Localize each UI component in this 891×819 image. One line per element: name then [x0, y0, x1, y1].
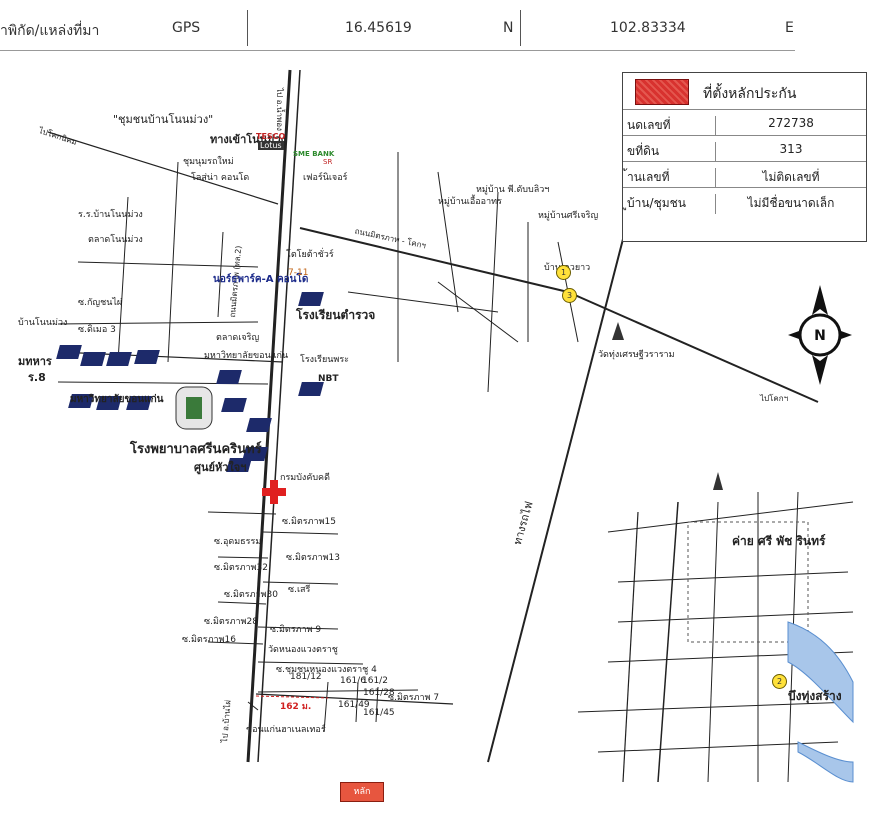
marker-pin-icon[interactable]: 1: [556, 265, 571, 280]
house-181-12: 181/12: [290, 672, 322, 682]
soi-nongwaeng-label: ซ.ชุมชนหนองแวงตราชู 4: [276, 665, 377, 675]
building-icon: [134, 350, 160, 364]
marker-pin-icon[interactable]: 3: [562, 288, 577, 303]
soi-mittraphap15-label: ซ.มิตรภาพ15: [282, 517, 336, 527]
house-161-45: 161/45: [363, 708, 395, 718]
legend-row: นดเลขที่ 272738: [623, 109, 866, 136]
heart-center-label: ศูนย์หัวใจฯ: [194, 461, 247, 474]
military-label: มทหาร: [18, 355, 52, 368]
legend-panel: ที่ตั้งหลักประกัน นดเลขที่ 272738 ขที่ดิ…: [622, 72, 867, 242]
soi-dongmuang-label: ซ.ดิเมอ 3: [78, 325, 116, 335]
hospital-cross-icon: [262, 480, 286, 504]
divider: [247, 10, 248, 46]
market-label: ตลาดเจริญ: [216, 333, 260, 343]
furniture-label: เฟอร์นิเจอร์: [303, 173, 348, 183]
khonkaen-hall-label: ขอนแก่นฮาเนลเทอร์: [246, 725, 326, 735]
wat-nongwaeng-label: วัดหนองแวงตราชู: [268, 645, 338, 655]
building-icon: [56, 345, 82, 359]
village-c-label: หมู่บ้านศรีเจริญ: [538, 211, 599, 221]
compass-north-label: N: [814, 328, 826, 344]
to-nampong-label: ไป อ.น้ำพอง: [275, 88, 284, 131]
building-icon: [216, 370, 242, 384]
village-b-label: หมู่บ้านเอื้ออาทร: [438, 197, 502, 207]
seven-eleven-label: 7-11: [288, 268, 309, 278]
soi-chim-label: ซ.กัญชนไผ่: [78, 298, 123, 308]
legend-title: ที่ตั้งหลักประกัน: [703, 86, 797, 102]
legend-value: 313: [715, 142, 866, 162]
coord-lon-dir: E: [785, 20, 794, 36]
legend-key: นดเลขที่: [627, 118, 671, 132]
legend-key: ขที่ดิน: [627, 144, 660, 158]
soi-sere-label: ซ.เสรี: [288, 585, 311, 595]
village-a-label: หมู่บ้าน พี.ดับบลิวฯ: [476, 185, 550, 195]
house-161-2: 161/2: [362, 676, 388, 686]
building-icon: [246, 418, 272, 432]
legend-row: ้านเลขที่ ไม่ติดเลขที่: [623, 161, 866, 188]
school-nonmuang-label: ร.ร.บ้านโนนม่วง: [78, 210, 143, 220]
soi-mittraphap7-label: ซ.มิตรภาพ 7: [388, 693, 440, 703]
soi-mittraphap16-label: ซ.มิตรภาพ16: [182, 635, 236, 645]
legal-execution-label: กรมบังคับคดี: [280, 473, 330, 483]
building-icon: [298, 292, 324, 306]
kku-label-west: มหาวิทยาลัยขอนแก่น: [70, 394, 164, 405]
legend-key: ้านเลขที่: [627, 170, 670, 184]
house-161-28: 161/28: [363, 688, 395, 698]
military-num-label: ร.8: [28, 371, 46, 384]
coord-latitude: 16.45619: [345, 20, 412, 36]
soi-mittraphap30-label: ซ.มิตรภาพ30: [224, 590, 278, 600]
hospital-label: โรงพยาบาลศรีนครินทร์: [130, 442, 262, 457]
coord-label: าพิกัด/แหล่งที่มา: [0, 23, 100, 39]
legend-row: ูบ้าน/ชุมชน ไม่มีชื่อขนาดเล็ก: [623, 187, 866, 214]
north-park-label: นอร์ธพาร์ค-A คอนโด: [213, 274, 309, 285]
coord-longitude: 102.83334: [610, 20, 686, 36]
soi-mittraphap32-label: ซ.มิตรภาพ32: [214, 563, 268, 573]
building-icon: [221, 398, 247, 412]
coord-lat-dir: N: [503, 20, 514, 36]
police-school-label: โรงเรียนตำรวจ: [296, 308, 376, 322]
bueng-label: บึงทุ่งสร้าง: [788, 689, 842, 703]
camp-label: ค่าย ศรี พัช รินทร์: [732, 534, 826, 548]
sr-label: SR: [323, 158, 333, 166]
market-nonmuang-label: ตลาดโนนม่วง: [88, 235, 143, 245]
lotus-label: Lotus: [258, 141, 284, 150]
collateral-swatch-icon: [635, 79, 689, 105]
to-nongkhai-label: ไปโคกฯ: [760, 394, 789, 403]
soi-mittraphap28-label: ซ.มิตรภาพ28: [204, 617, 258, 627]
road-network: [47, 69, 854, 783]
legend-value: 272738: [715, 116, 866, 136]
legend-key: ูบ้าน/ชุมชน: [627, 196, 687, 210]
soi-udom-label: ซ.อุดมธรรม: [214, 537, 262, 547]
coord-source: GPS: [172, 20, 201, 36]
building-icon: [298, 382, 324, 396]
marker-pin-icon[interactable]: 2: [772, 674, 787, 689]
lotus-shop-label: โลส่น่า คอนโด: [191, 173, 250, 183]
private-school-label: โรงเรียนพระ: [300, 355, 349, 365]
house-161-49: 161/49: [338, 700, 370, 710]
toyota-label: โตโยต้าชั่วร์: [286, 250, 334, 260]
wat-thung-label: วัดทุ่งเศรษฐีวราราม: [598, 350, 675, 360]
building-icon: [80, 352, 106, 366]
legend-value: ไม่ติดเลขที่: [715, 168, 866, 188]
distance-label: 162 ม.: [280, 702, 312, 712]
sme-bank-label: SME BANK: [293, 150, 335, 158]
kku-label: มหาวิทยาลัยขอนแก่น: [204, 351, 289, 361]
coordinate-bar: าพิกัด/แหล่งที่มา GPS 16.45619 N 102.833…: [0, 0, 795, 51]
legend-row: ขที่ดิน 313: [623, 135, 866, 162]
sumai-label: ชุมนุมรถใหม่: [183, 157, 234, 167]
house-161-6: 161/6: [340, 676, 366, 686]
soi-mittraphap9-label: ซ.มิตรภาพ 9: [270, 625, 322, 635]
community-label: "ชุมชนบ้านโนนม่วง": [113, 113, 214, 126]
tesco-label: TESCO: [256, 132, 286, 141]
divider: [520, 10, 521, 46]
map-canvas[interactable]: "ชุมชนบ้านโนนม่วง" ทางเข้าโนนม่วง TESCO …: [18, 62, 863, 815]
compass-icon: N: [788, 285, 852, 385]
collateral-marker[interactable]: หลักประกัน: [340, 782, 384, 815]
legend-value: ไม่มีชื่อขนาดเล็ก: [715, 194, 866, 214]
building-icon: [106, 352, 132, 366]
nbt-label: NBT: [318, 374, 339, 384]
soi-mittraphap13-label: ซ.มิตรภาพ13: [286, 553, 340, 563]
ban-nonmuang-label: บ้านโนนม่วง: [18, 318, 68, 328]
